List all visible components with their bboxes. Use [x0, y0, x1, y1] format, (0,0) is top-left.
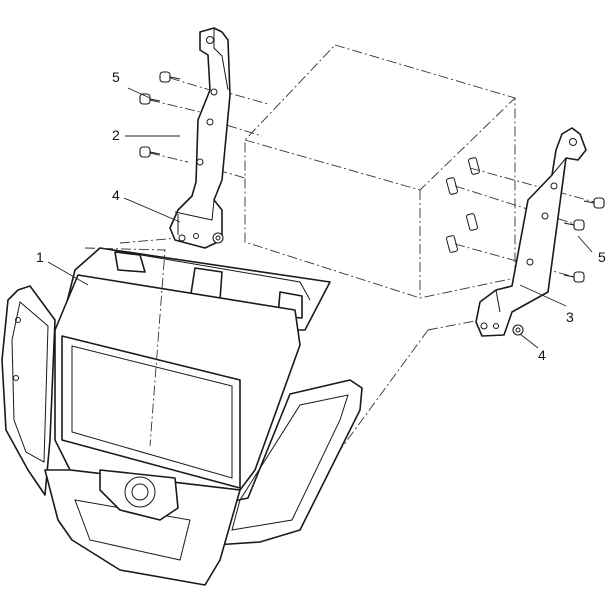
screw-right-bottom — [563, 271, 585, 283]
callout-5-left: 5 — [112, 69, 120, 85]
callout-5-right: 5 — [598, 249, 606, 265]
screw-right-middle — [563, 219, 585, 231]
front-bezel-panel — [1, 247, 363, 586]
screw-left-top — [159, 71, 181, 83]
nut-left — [212, 232, 224, 244]
callout-3: 3 — [566, 309, 574, 325]
callout-1: 1 — [36, 249, 44, 265]
callouts: 5 2 4 1 5 3 4 — [36, 69, 606, 363]
right-mounting-bracket — [475, 127, 587, 337]
callout-4-right: 4 — [538, 347, 546, 363]
leader-lines — [47, 87, 593, 349]
callout-4-left: 4 — [112, 187, 120, 203]
left-mounting-bracket — [169, 27, 231, 249]
screw-right-top — [583, 197, 605, 209]
screw-left-bottom — [139, 146, 161, 158]
head-unit-box — [244, 44, 516, 299]
screws-right — [512, 197, 605, 336]
callout-2: 2 — [112, 127, 120, 143]
screw-left-middle — [139, 93, 161, 105]
nut-right — [512, 324, 524, 336]
screws-left — [139, 71, 224, 244]
